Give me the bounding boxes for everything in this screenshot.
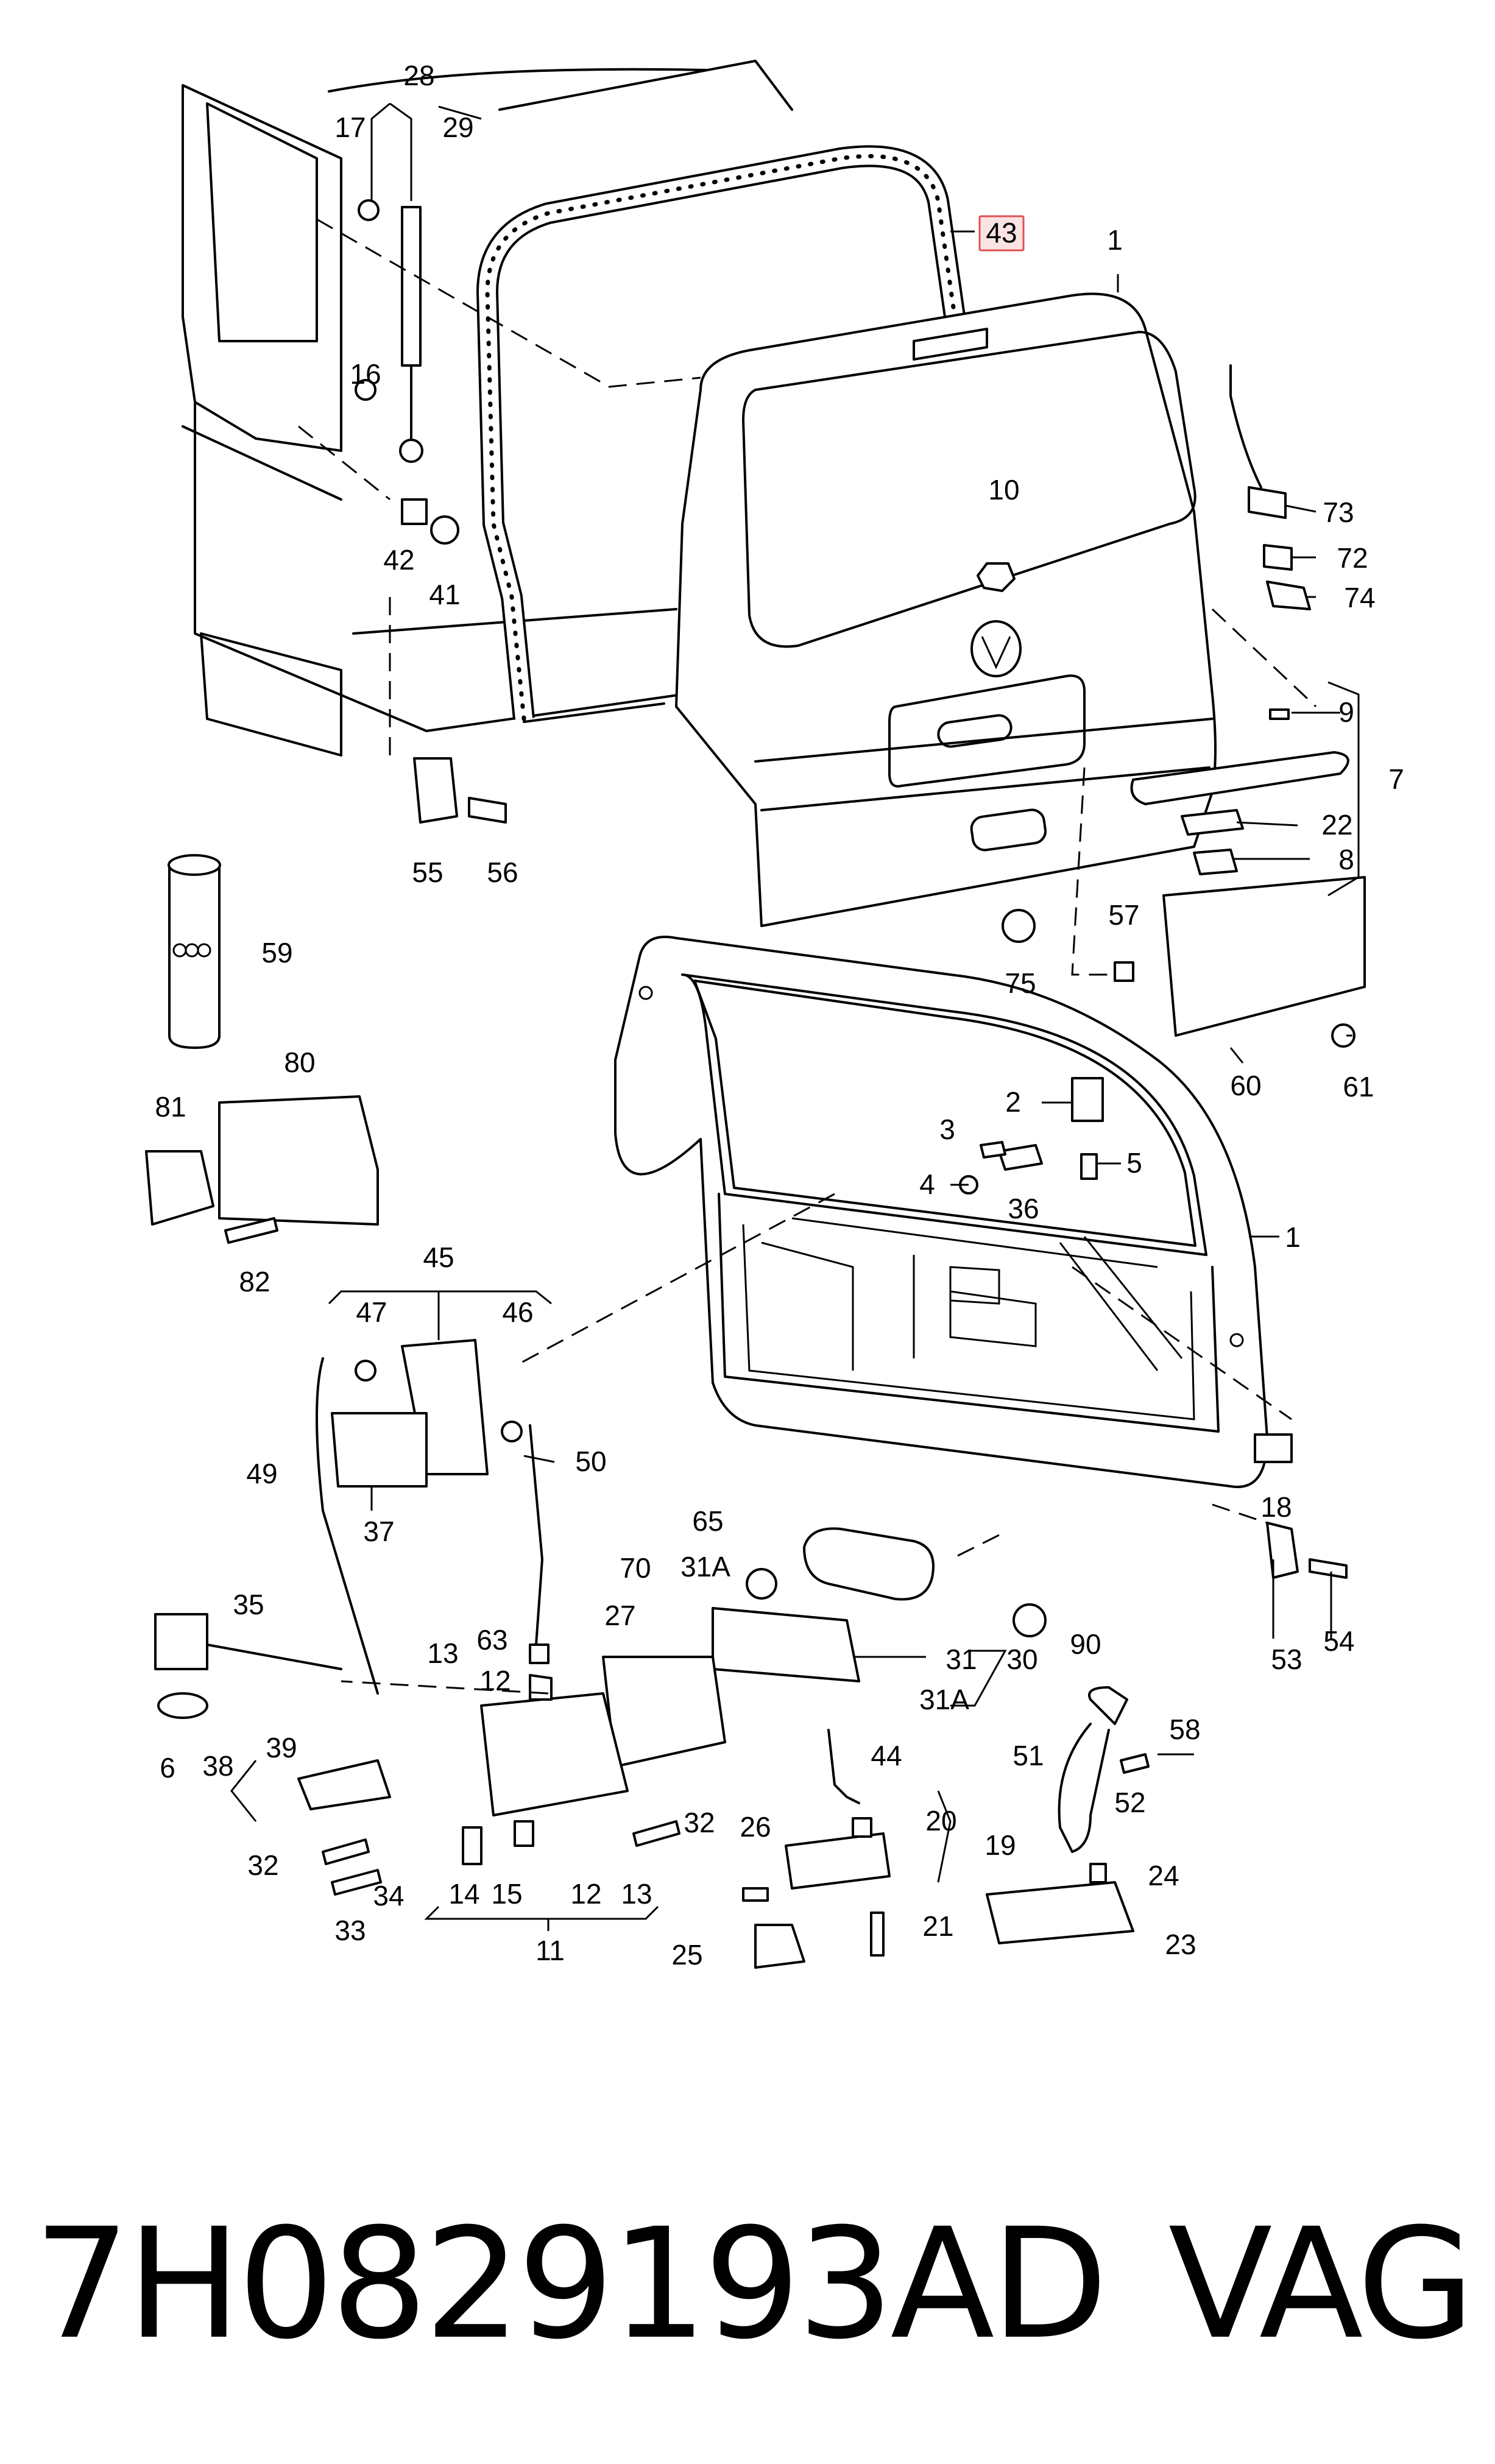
callout-label: 9 — [1338, 696, 1354, 728]
callout-label: 72 — [1337, 542, 1368, 574]
callout-label: 73 — [1323, 496, 1354, 528]
callout-label: 51 — [1013, 1740, 1044, 1771]
tailgate-seal — [476, 145, 967, 723]
vehicle-body-outline — [182, 60, 793, 757]
callout-label: 29 — [442, 111, 473, 143]
callout-label: 80 — [284, 1047, 315, 1078]
brand-label: VAG — [1168, 2195, 1475, 2373]
callout-label: 90 — [1070, 1628, 1101, 1660]
callout-label: 47 — [356, 1296, 387, 1328]
callout-label: 12 — [570, 1878, 601, 1910]
callout-label: 59 — [261, 937, 292, 969]
callout-label: 45 — [423, 1241, 454, 1273]
callout-label: 42 — [383, 544, 414, 576]
callout-label: 26 — [740, 1811, 771, 1843]
callout-label: 46 — [502, 1296, 533, 1328]
callout-label: 50 — [575, 1446, 606, 1477]
callout-label: 52 — [1114, 1787, 1145, 1818]
callout-label: 1 — [1107, 224, 1123, 256]
small-parts — [145, 199, 1366, 1969]
callout-label: 61 — [1343, 1071, 1374, 1103]
callout-label: 14 — [448, 1878, 479, 1910]
callout-label: 5 — [1126, 1147, 1142, 1179]
callout-label: 19 — [984, 1829, 1016, 1861]
callout-label: 13 — [427, 1637, 458, 1669]
callout-label: 15 — [491, 1878, 522, 1910]
exploded-parts-diagram: 28 17 29 43 1 16 42 41 10 73 72 74 9 7 2… — [145, 60, 1404, 1971]
callout-label: 32 — [247, 1849, 278, 1881]
callout-label: 13 — [621, 1878, 652, 1910]
callout-label: 27 — [604, 1600, 635, 1631]
callout-labels: 28 17 29 43 1 16 42 41 10 73 72 74 9 7 2… — [155, 60, 1404, 1971]
callout-label: 55 — [412, 856, 443, 888]
callout-label: 53 — [1271, 1643, 1302, 1675]
callout-label: 22 — [1321, 809, 1352, 841]
callout-label: 23 — [1165, 1929, 1196, 1960]
callout-label: 41 — [429, 579, 460, 610]
callout-label: 31A — [680, 1551, 730, 1583]
callout-label: 31 — [945, 1643, 977, 1675]
highlighted-callout-box — [978, 215, 1025, 252]
callout-label: 56 — [487, 856, 518, 888]
callout-label: 1 — [1285, 1221, 1301, 1253]
callout-label: 34 — [373, 1880, 404, 1912]
tailgate-inner-panel — [614, 936, 1268, 1488]
footer-caption: 7H0829193AD VAG — [34, 2187, 1475, 2382]
callout-label: 24 — [1148, 1860, 1179, 1891]
callout-label: 36 — [1008, 1193, 1039, 1224]
callout-label: 44 — [871, 1740, 902, 1771]
callout-label: 18 — [1260, 1491, 1292, 1523]
callout-label: 20 — [925, 1805, 956, 1837]
callout-label: 75 — [1005, 967, 1036, 999]
callout-label: 7 — [1388, 763, 1404, 795]
callout-label: 3 — [939, 1114, 955, 1145]
callout-label: 12 — [479, 1665, 511, 1696]
callout-label: 17 — [334, 111, 366, 143]
callout-label: 33 — [334, 1915, 366, 1946]
callout-label: 11 — [535, 1935, 565, 1966]
spray-can — [168, 854, 221, 1049]
callout-label: 70 — [620, 1552, 651, 1584]
callout-label: 38 — [202, 1750, 233, 1782]
callout-label: 25 — [671, 1939, 702, 1971]
callout-label: 35 — [233, 1589, 264, 1620]
callout-label: 54 — [1323, 1625, 1354, 1657]
callout-label: 30 — [1006, 1643, 1037, 1675]
callout-label: 81 — [155, 1091, 186, 1123]
callout-label: 32 — [684, 1807, 715, 1838]
callout-label: 49 — [246, 1458, 277, 1489]
callout-label: 57 — [1108, 899, 1139, 931]
callout-label: 16 — [350, 358, 381, 390]
callout-label: 2 — [1005, 1086, 1021, 1118]
callout-label-highlighted: 43 — [986, 217, 1017, 249]
callout-label: 4 — [919, 1168, 935, 1200]
callout-label: 6 — [160, 1752, 175, 1784]
callout-label: 31A — [919, 1684, 969, 1715]
tailgate-outer-panel — [675, 292, 1217, 927]
callout-label: 58 — [1169, 1714, 1200, 1745]
callout-label: 63 — [476, 1624, 507, 1656]
callout-label: 28 — [403, 60, 434, 91]
callout-label: 21 — [922, 1910, 953, 1942]
dashed-connection-lines — [298, 218, 1317, 1695]
callout-label: 82 — [239, 1266, 270, 1297]
callout-label: 10 — [988, 474, 1019, 506]
callout-label: 60 — [1230, 1070, 1261, 1101]
callout-label: 37 — [363, 1516, 394, 1547]
callout-label: 65 — [692, 1505, 723, 1537]
callout-label: 74 — [1344, 582, 1375, 613]
part-number: 7H0829193AD — [34, 2195, 1108, 2373]
callout-label: 8 — [1338, 844, 1354, 875]
callout-label: 39 — [266, 1732, 297, 1763]
leader-lines — [230, 102, 1360, 1931]
